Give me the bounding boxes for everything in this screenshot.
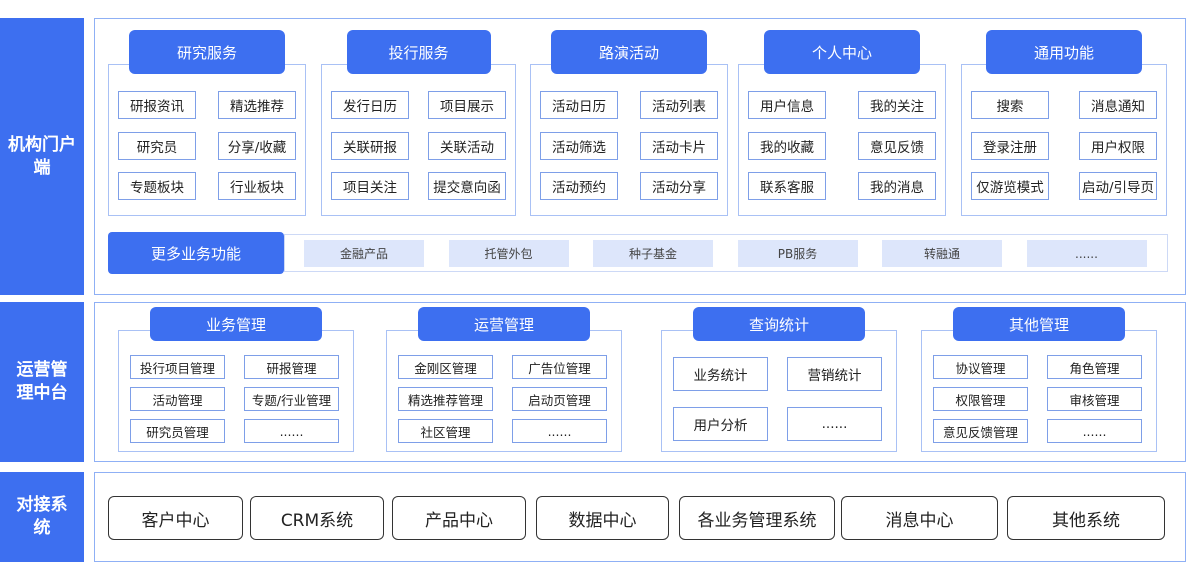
more-business-button[interactable]: 更多业务功能 (108, 232, 284, 274)
portal-item[interactable]: 用户权限 (1079, 132, 1157, 160)
layer-label-ops: 运营管 理中台 (0, 302, 84, 462)
more-business-chip[interactable]: 托管外包 (448, 240, 569, 267)
more-business-chip[interactable]: 金融产品 (304, 240, 424, 267)
portal-group-title[interactable]: 投行服务 (346, 30, 491, 74)
more-business-chip[interactable]: 转融通 (882, 240, 1002, 267)
ops-item[interactable]: 权限管理 (933, 387, 1028, 411)
more-business-chip[interactable]: PB服务 (737, 240, 858, 267)
ops-item[interactable]: ...... (1047, 419, 1142, 443)
more-business-chip[interactable]: ...... (1026, 240, 1147, 267)
dock-system-box[interactable]: 客户中心 (108, 496, 243, 540)
portal-item[interactable]: 我的消息 (858, 172, 936, 200)
ops-item[interactable]: ...... (787, 407, 882, 441)
ops-item[interactable]: 审核管理 (1047, 387, 1142, 411)
ops-item[interactable]: 广告位管理 (512, 355, 607, 379)
portal-item[interactable]: 仅游览模式 (971, 172, 1049, 200)
ops-item[interactable]: 协议管理 (933, 355, 1028, 379)
ops-item[interactable]: 研报管理 (244, 355, 339, 379)
ops-group-title[interactable]: 查询统计 (693, 307, 865, 341)
ops-item[interactable]: 投行项目管理 (130, 355, 225, 379)
portal-item[interactable]: 研报资讯 (118, 91, 196, 119)
portal-item[interactable]: 我的收藏 (748, 132, 826, 160)
portal-group-title[interactable]: 通用功能 (986, 30, 1142, 74)
ops-item[interactable]: 用户分析 (673, 407, 768, 441)
ops-item[interactable]: 金刚区管理 (398, 355, 493, 379)
portal-group-title[interactable]: 研究服务 (129, 30, 285, 74)
dock-system-box[interactable]: 其他系统 (1007, 496, 1165, 540)
portal-item[interactable]: 活动预约 (540, 172, 618, 200)
portal-item[interactable]: 活动日历 (540, 91, 618, 119)
portal-item[interactable]: 活动筛选 (540, 132, 618, 160)
portal-item[interactable]: 消息通知 (1079, 91, 1157, 119)
dock-system-box[interactable]: 产品中心 (392, 496, 526, 540)
ops-item[interactable]: 角色管理 (1047, 355, 1142, 379)
portal-item[interactable]: 用户信息 (748, 91, 826, 119)
ops-item[interactable]: ...... (512, 419, 607, 443)
ops-item[interactable]: 营销统计 (787, 357, 882, 391)
portal-item[interactable]: 登录注册 (971, 132, 1049, 160)
ops-item[interactable]: 社区管理 (398, 419, 493, 443)
portal-item[interactable]: 提交意向函 (428, 172, 506, 200)
ops-item[interactable]: 研究员管理 (130, 419, 225, 443)
portal-item[interactable]: 启动/引导页 (1079, 172, 1157, 200)
dock-system-box[interactable]: 消息中心 (841, 496, 998, 540)
portal-group-title[interactable]: 路演活动 (551, 30, 707, 74)
portal-item[interactable]: 关联研报 (331, 132, 409, 160)
layer-label-dock: 对接系 统 (0, 472, 84, 562)
portal-item[interactable]: 联系客服 (748, 172, 826, 200)
portal-item[interactable]: 活动卡片 (640, 132, 718, 160)
portal-item[interactable]: 我的关注 (858, 91, 936, 119)
portal-item[interactable]: 活动分享 (640, 172, 718, 200)
portal-item[interactable]: 活动列表 (640, 91, 718, 119)
portal-item[interactable]: 项目关注 (331, 172, 409, 200)
portal-item[interactable]: 分享/收藏 (218, 132, 296, 160)
ops-item[interactable]: ...... (244, 419, 339, 443)
more-business-strip (284, 234, 1168, 272)
ops-item[interactable]: 业务统计 (673, 357, 768, 391)
portal-item[interactable]: 项目展示 (428, 91, 506, 119)
dock-system-box[interactable]: 数据中心 (536, 496, 669, 540)
portal-item[interactable]: 发行日历 (331, 91, 409, 119)
ops-item[interactable]: 专题/行业管理 (244, 387, 339, 411)
ops-group-title[interactable]: 运营管理 (418, 307, 590, 341)
portal-item[interactable]: 专题板块 (118, 172, 196, 200)
ops-item[interactable]: 启动页管理 (512, 387, 607, 411)
ops-item[interactable]: 活动管理 (130, 387, 225, 411)
more-business-chip[interactable]: 种子基金 (593, 240, 713, 267)
portal-item[interactable]: 意见反馈 (858, 132, 936, 160)
ops-group-title[interactable]: 业务管理 (150, 307, 322, 341)
dock-system-box[interactable]: CRM系统 (250, 496, 384, 540)
portal-item[interactable]: 精选推荐 (218, 91, 296, 119)
dock-system-box[interactable]: 各业务管理系统 (679, 496, 835, 540)
portal-item[interactable]: 行业板块 (218, 172, 296, 200)
portal-item[interactable]: 搜索 (971, 91, 1049, 119)
ops-group-title[interactable]: 其他管理 (953, 307, 1125, 341)
portal-item[interactable]: 关联活动 (428, 132, 506, 160)
ops-item[interactable]: 意见反馈管理 (933, 419, 1028, 443)
layer-label-portal: 机构门户 端 (0, 18, 84, 295)
ops-item[interactable]: 精选推荐管理 (398, 387, 493, 411)
portal-item[interactable]: 研究员 (118, 132, 196, 160)
portal-group-title[interactable]: 个人中心 (764, 30, 920, 74)
